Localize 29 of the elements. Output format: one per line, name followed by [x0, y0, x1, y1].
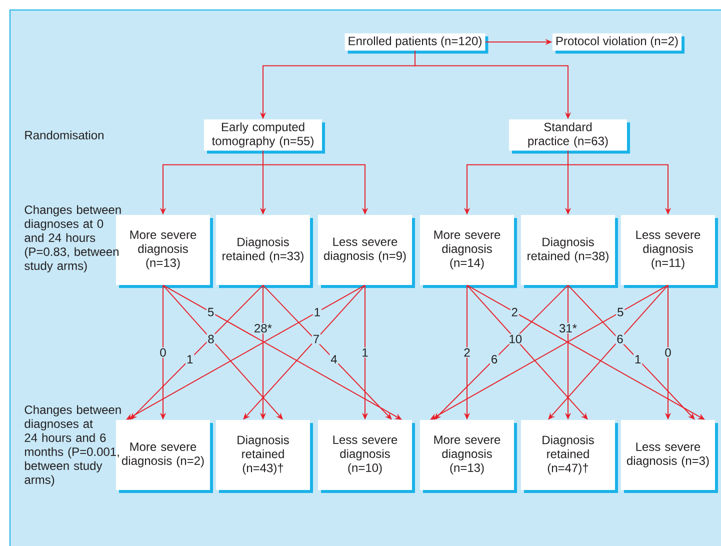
edge-label: 28*: [253, 323, 274, 334]
outcome-box: Diagnosis retained (n=47)†: [521, 420, 618, 493]
outcome-box: Less severe diagnosis (n=10): [318, 420, 415, 493]
edge-label: 31*: [558, 323, 578, 334]
row-label: Randomisation: [25, 130, 104, 140]
edge-label: 1: [360, 347, 370, 358]
outcome-box: Diagnosis retained (n=38): [521, 215, 618, 288]
outcome-box: Less severe diagnosis (n=11): [621, 215, 718, 288]
edge-label: 0: [158, 347, 168, 358]
group-box: Early computed tomography (n=55): [204, 119, 325, 154]
outcome-box: More severe diagnosis (n=14): [420, 215, 517, 288]
edge-label: 4: [330, 354, 338, 364]
edge-label: 5: [616, 306, 625, 318]
edge-label: 1: [634, 354, 642, 364]
outcome-box: Diagnosis retained (n=43)†: [216, 420, 313, 493]
outcome-box: Diagnosis retained (n=33): [216, 215, 313, 288]
edge-label: 8: [206, 334, 216, 344]
process-box: Protocol violation (n=2): [552, 33, 685, 54]
edge-label: 10: [508, 334, 524, 344]
group-box: Standard practice (n=63): [509, 119, 630, 154]
outcome-box: Less severe diagnosis (n=9): [318, 215, 415, 288]
edge-label: 1: [186, 354, 194, 364]
outcome-box: More severe diagnosis (n=13): [420, 420, 517, 493]
outcome-box: Less severe diagnosis (n=3): [621, 420, 718, 493]
outcome-box: More severe diagnosis (n=2): [116, 420, 213, 493]
edge-label: 6: [616, 334, 624, 344]
edge-label: 2: [462, 347, 472, 358]
edge-label: 0: [664, 347, 672, 358]
process-box: Enrolled patients (n=120): [344, 33, 488, 54]
